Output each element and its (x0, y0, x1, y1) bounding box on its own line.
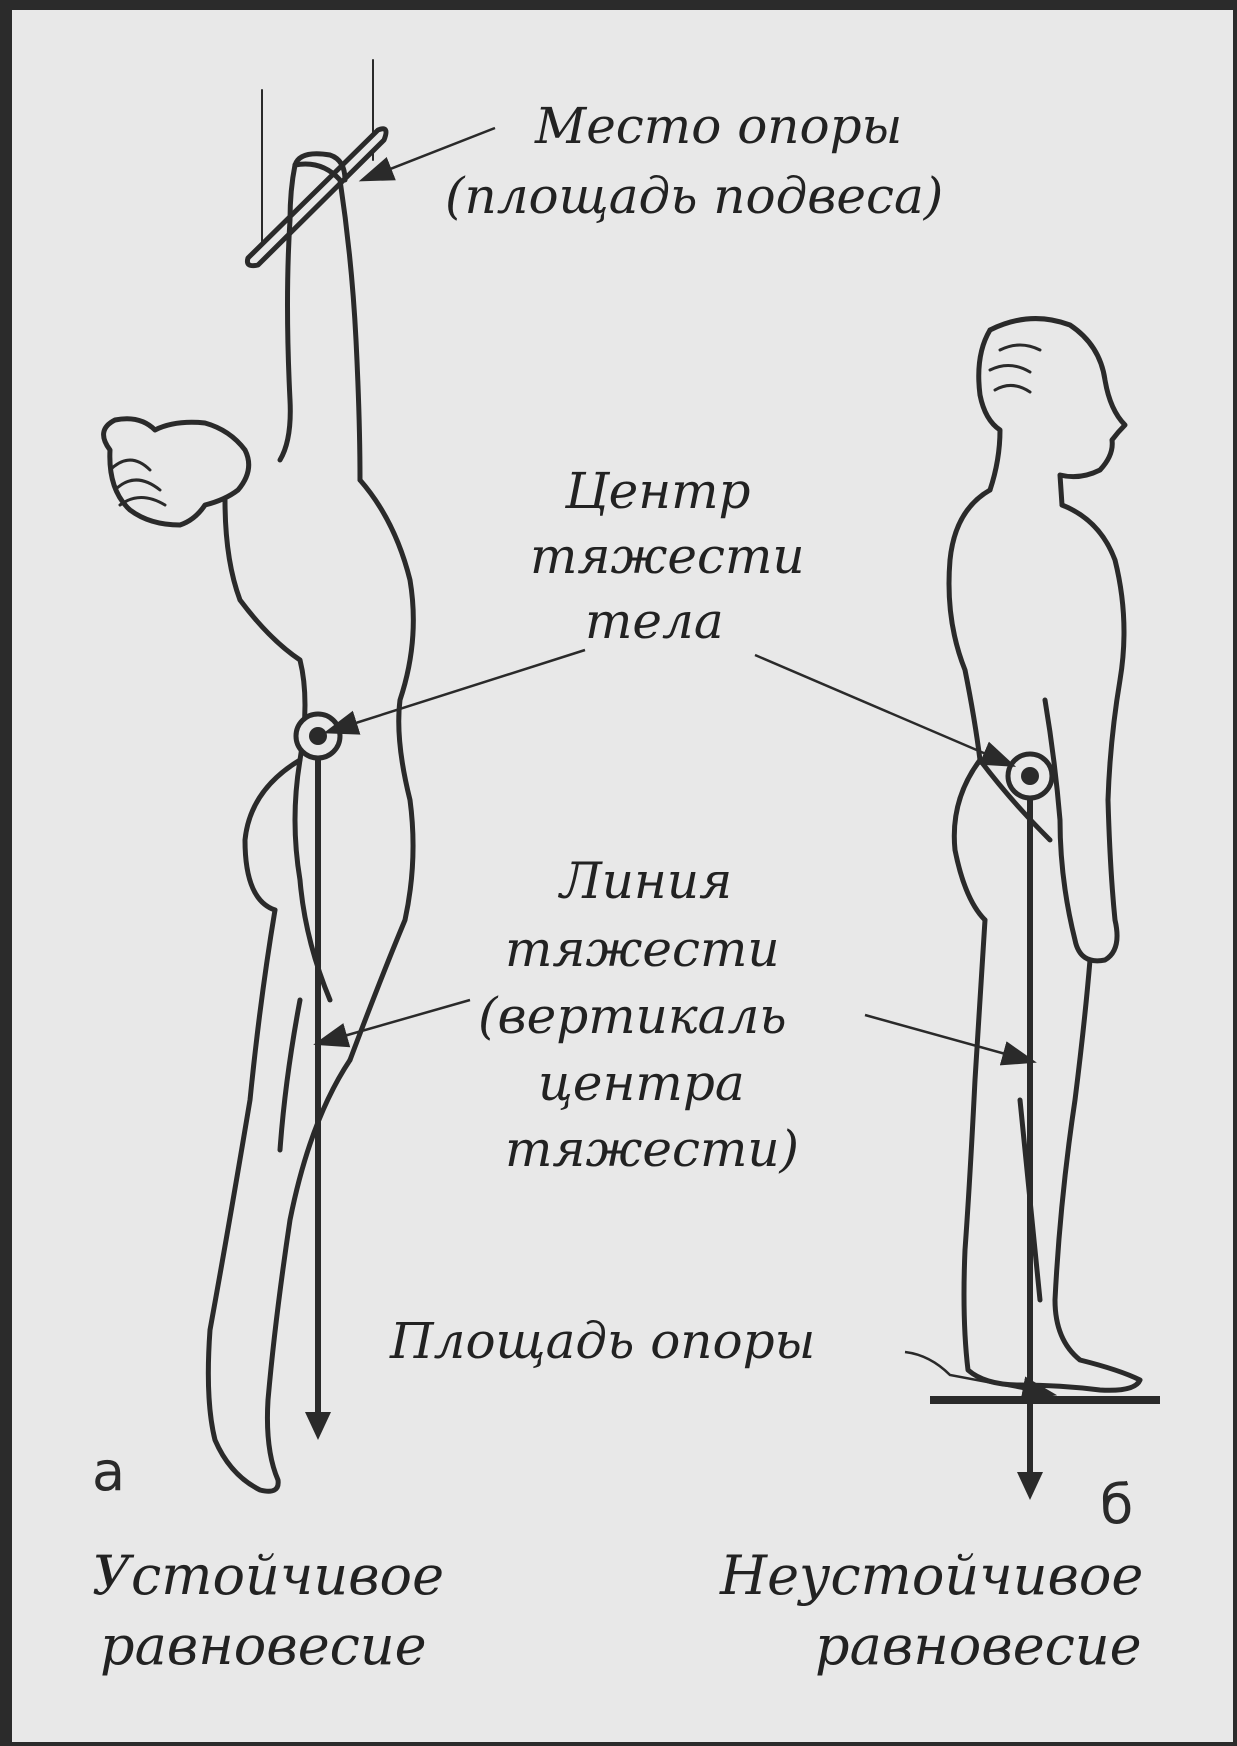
label-center-1: Центр (565, 460, 751, 522)
caption-right-1: Неустойчивое (720, 1545, 1143, 1607)
label-suspension-area: (площадь подвеса) (445, 165, 943, 227)
right-center-of-gravity (1008, 754, 1052, 798)
panel-letter-b: б (1100, 1475, 1133, 1535)
label-support-area: Площадь опоры (390, 1310, 815, 1372)
label-line-4: центра (538, 1052, 745, 1114)
pointer-line-right (865, 1015, 1020, 1058)
label-line-1: Линия (560, 850, 732, 912)
caption-left-1: Устойчивое (92, 1545, 444, 1607)
pointer-lines (330, 128, 1040, 1392)
standing-figure (949, 319, 1140, 1391)
right-gravity-arrowhead (1017, 1472, 1043, 1500)
caption-right-2: равновесие (815, 1615, 1142, 1677)
hanging-figure (104, 60, 414, 1491)
suspension-bar (247, 129, 386, 266)
label-center-2: тяжести (530, 525, 805, 587)
left-gravity-arrowhead (305, 1412, 331, 1440)
panel-letter-a: а (92, 1442, 125, 1502)
label-suspension-point: Место опоры (535, 95, 902, 157)
left-center-of-gravity (296, 714, 340, 758)
label-center-3: тела (585, 590, 724, 652)
standing-legs (964, 920, 1140, 1390)
label-line-3: (вертикаль (478, 985, 787, 1047)
label-line-2: тяжести (505, 918, 780, 980)
pointer-center-left (340, 650, 585, 728)
pointer-line-left (330, 1000, 470, 1040)
label-line-5: тяжести) (505, 1118, 799, 1180)
standing-torso (949, 490, 990, 760)
caption-left-2: равновесие (100, 1615, 427, 1677)
